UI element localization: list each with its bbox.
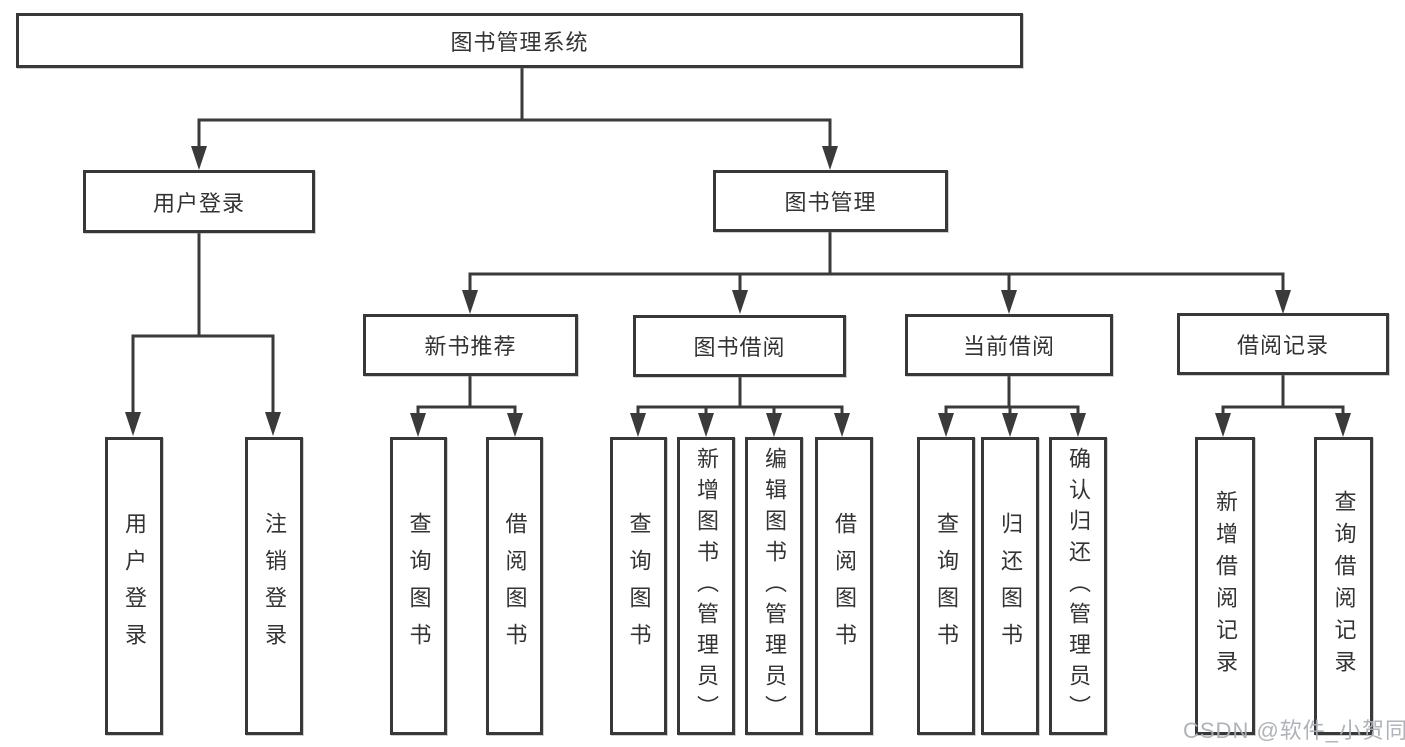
node-current-borrowing: 当前借阅 [905,314,1113,376]
node-book-borrowing: 图书借阅 [633,315,846,377]
leaf-return-books: 归还图书 [981,437,1039,735]
leaf-add-books-admin: 新增图书（管理员） [677,437,735,735]
leaf-query-books-borrowing: 查询图书 [610,437,667,735]
leaf-query-books-current: 查询图书 [917,437,975,735]
node-borrowing-records-label: 借阅记录 [1236,333,1329,358]
node-root-label: 图书管理系统 [450,29,589,55]
leaf-confirm-return-admin: 确认归还（管理员） [1049,437,1107,735]
leaf-borrow-books: 借阅图书 [815,437,873,735]
leaf-query-books-recommendation: 查询图书 [390,437,447,735]
leaf-confirm-return-admin-label: 确认归还（管理员） [1066,446,1091,726]
leaf-query-books-recommendation-label: 查询图书 [406,512,432,660]
node-root-library-management-system: 图书管理系统 [16,13,1023,68]
csdn-watermark: CSDN @软件_小贺同学 [1183,718,1405,743]
node-book-management: 图书管理 [713,170,948,232]
leaf-return-books-label: 归还图书 [998,512,1023,660]
leaf-add-borrow-record: 新增借阅记录 [1195,437,1255,735]
leaf-query-borrow-record-label: 查询借阅记录 [1331,490,1357,682]
leaf-add-books-admin-label: 新增图书（管理员） [694,446,719,726]
node-user-login-label: 用户登录 [152,190,245,216]
node-book-management-label: 图书管理 [784,190,877,215]
leaf-borrow-books-recommendation-label: 借阅图书 [502,512,528,660]
leaf-edit-books-admin: 编辑图书（管理员） [745,437,803,735]
leaf-edit-books-admin-label: 编辑图书（管理员） [762,446,787,726]
node-user-login: 用户登录 [83,170,315,233]
node-current-borrowing-label: 当前借阅 [962,334,1055,359]
leaf-borrow-books-recommendation: 借阅图书 [486,437,543,735]
leaf-user-login: 用户登录 [105,437,163,735]
leaf-logout: 注销登录 [245,437,303,735]
leaf-borrow-books-label: 借阅图书 [832,512,857,660]
node-new-book-recommendation-label: 新书推荐 [424,334,517,359]
leaf-logout-label: 注销登录 [262,512,287,660]
leaf-query-borrow-record: 查询借阅记录 [1314,437,1373,735]
leaf-user-login-label: 用户登录 [122,512,147,660]
node-borrowing-records: 借阅记录 [1177,313,1389,375]
node-new-book-recommendation: 新书推荐 [363,314,578,376]
node-book-borrowing-label: 图书借阅 [693,335,786,360]
leaf-query-books-current-label: 查询图书 [934,512,959,660]
arrowhead-icons [125,146,1351,437]
leaf-query-books-borrowing-label: 查询图书 [626,512,652,660]
leaf-add-borrow-record-label: 新增借阅记录 [1213,490,1238,682]
